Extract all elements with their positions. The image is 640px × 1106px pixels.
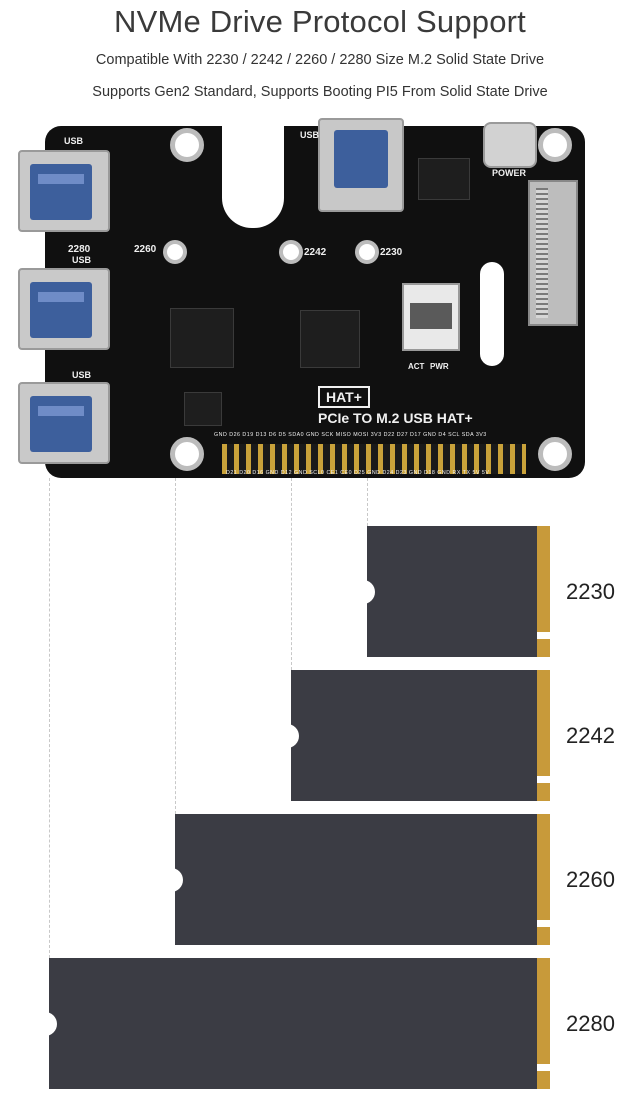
usb-port-top: [318, 118, 404, 212]
gpio-labels-top: GND D26 D19 D13 D6 D5 SDA0 GND SCK MISO …: [214, 432, 487, 438]
label-2260: 2260: [134, 244, 157, 255]
pwr-label: PWR: [430, 362, 449, 371]
usb-port-3: [18, 382, 110, 464]
mount-hole-top-left: [170, 128, 204, 162]
board-slot: [480, 262, 504, 366]
usb-label-3: USB: [72, 370, 92, 380]
ssd-2280: [41, 958, 550, 1089]
guide-line-2260: [175, 478, 176, 814]
act-label: ACT: [408, 362, 425, 371]
product-name: PCIe TO M.2 USB HAT+: [318, 410, 473, 426]
small-chip: [184, 392, 222, 426]
usb-hub-chip: [170, 308, 234, 368]
page-title: NVMe Drive Protocol Support: [113, 4, 526, 39]
size-label-2280: 2280: [566, 1011, 615, 1036]
mount-hole-bottom-left: [170, 437, 204, 471]
size-label-2230: 2230: [566, 579, 615, 604]
usb-label-2: USB: [72, 255, 92, 265]
mount-hole-2260: [163, 240, 187, 264]
size-label-2242: 2242: [566, 723, 615, 748]
power-label: POWER: [492, 168, 527, 178]
power-chip: [418, 158, 470, 200]
usb-port-1: [18, 150, 110, 232]
hat-board: [45, 126, 585, 478]
gpio-header: [222, 444, 526, 474]
label-2280: 2280: [68, 244, 91, 255]
usb-port-2: [18, 268, 110, 350]
label-2230: 2230: [380, 247, 403, 258]
usb-label-1: USB: [64, 136, 84, 146]
hat-logo: HAT+: [318, 386, 370, 408]
gpio-labels-bottom: D21 D20 D16 GND D12 GND SCL0 CE1 CE0 D25…: [226, 470, 490, 476]
guide-line-2242: [291, 478, 292, 670]
ssd-2260: [167, 814, 550, 945]
m2-slot: [528, 180, 578, 326]
pcie-bridge-chip: [300, 310, 360, 368]
ssd-2230: [359, 526, 550, 657]
mount-hole-top-right: [538, 128, 572, 162]
board-notch: [222, 126, 284, 228]
mount-hole-bottom-right: [538, 437, 572, 471]
usb-c-power-port: [483, 122, 537, 168]
ssd-2242: [283, 670, 550, 801]
mount-hole-2230: [355, 240, 379, 264]
guide-line-2280: [49, 478, 50, 958]
guide-line-2230: [367, 478, 368, 526]
compatibility-text: Compatible With 2230 / 2242 / 2260 / 228…: [95, 52, 545, 68]
usb-label-top: USB: [300, 130, 320, 140]
size-label-2260: 2260: [566, 867, 615, 892]
pcie-fpc-connector: [402, 283, 460, 351]
label-2242: 2242: [304, 247, 327, 258]
gen2-support-text: Supports Gen2 Standard, Supports Booting…: [92, 84, 548, 100]
mount-hole-2242: [279, 240, 303, 264]
